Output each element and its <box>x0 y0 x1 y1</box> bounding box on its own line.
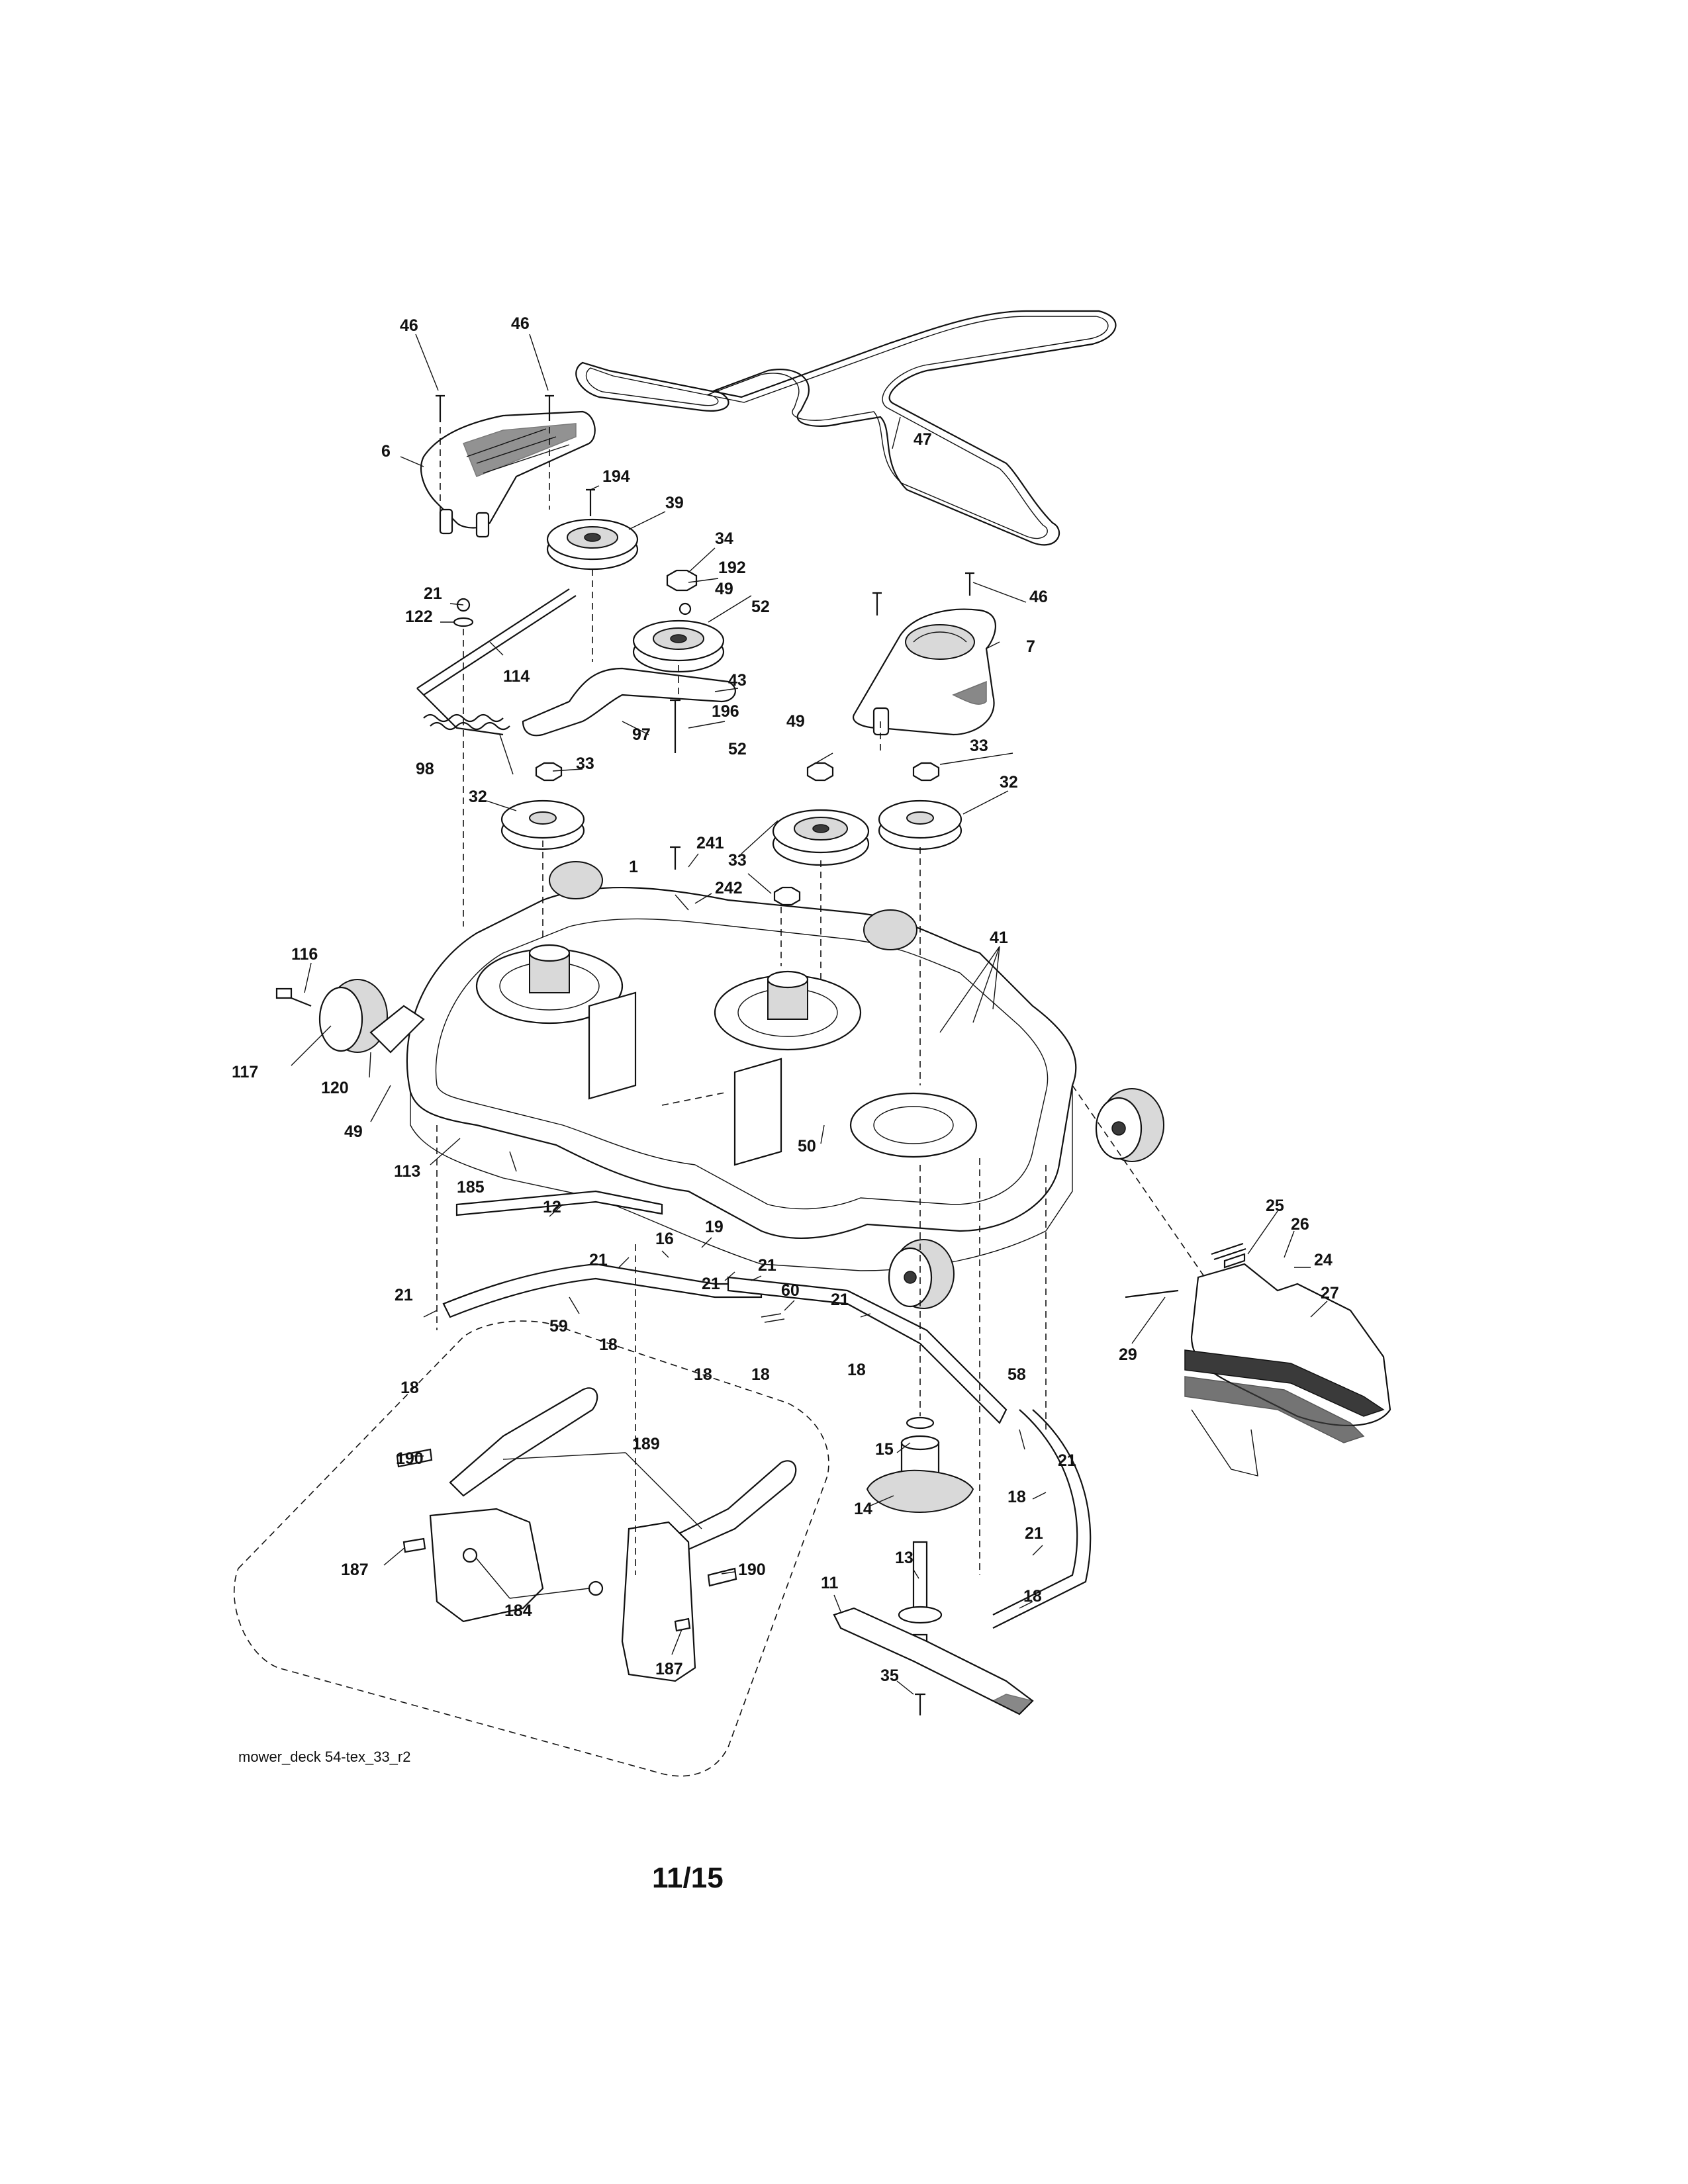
part-label: 58 <box>1008 1365 1026 1384</box>
part-label: 13 <box>895 1549 914 1567</box>
part-label: 18 <box>599 1336 618 1354</box>
part-label: 11 <box>821 1574 839 1592</box>
part-label: 18 <box>1023 1587 1042 1606</box>
idler-arm-assembly <box>416 588 736 737</box>
part-label: 21 <box>424 584 442 603</box>
part-label: 50 <box>798 1137 816 1156</box>
part-label: 117 <box>232 1063 258 1081</box>
part-label: 33 <box>728 851 747 870</box>
part-label: 21 <box>1025 1524 1043 1543</box>
part-label: 21 <box>831 1291 849 1309</box>
part-label: 122 <box>405 608 433 626</box>
part-label: 15 <box>875 1440 894 1459</box>
idler-pulley-52-top <box>632 619 725 673</box>
deck-adjust-brackets <box>233 1320 829 1777</box>
idler-pulley-39 <box>546 518 639 570</box>
hardware-bolts <box>436 394 974 870</box>
idler-pulley-52-center <box>772 809 870 866</box>
part-label: 34 <box>715 529 733 548</box>
part-labels: 46 46 6 194 39 34 192 49 52 47 46 7 21 1… <box>232 314 1339 1685</box>
part-label: 59 <box>549 1317 568 1336</box>
part-label: 187 <box>655 1660 683 1678</box>
part-label: 19 <box>705 1218 724 1236</box>
part-label: 6 <box>381 442 391 461</box>
part-label: 18 <box>847 1361 866 1379</box>
part-label: 49 <box>715 580 733 598</box>
part-label: 113 <box>394 1162 420 1181</box>
part-label: 39 <box>665 494 684 512</box>
part-label: 49 <box>786 712 805 731</box>
part-label: 192 <box>718 559 746 577</box>
part-label: 46 <box>511 314 530 333</box>
part-label: 43 <box>728 671 747 690</box>
part-label: 189 <box>632 1435 660 1453</box>
part-label: 12 <box>543 1198 561 1216</box>
part-label: 29 <box>1119 1345 1137 1364</box>
belt-cover-left <box>420 410 596 538</box>
part-label: 194 <box>602 467 630 486</box>
part-label: 47 <box>914 430 932 449</box>
discharge-chute <box>1125 1242 1391 1477</box>
part-label: 16 <box>655 1230 674 1248</box>
part-label: 190 <box>738 1561 766 1579</box>
part-label: 46 <box>1029 588 1048 606</box>
part-label: 98 <box>416 760 434 778</box>
part-label: 184 <box>504 1602 532 1620</box>
mower-deck-housing <box>406 886 1077 1271</box>
part-label: 27 <box>1321 1284 1339 1302</box>
diagram-caption: mower_deck 54-tex_33_r2 <box>238 1749 410 1765</box>
part-label: 52 <box>728 740 747 758</box>
part-label: 18 <box>1008 1488 1026 1506</box>
mower-blade <box>833 1607 1034 1715</box>
part-label: 32 <box>1000 773 1018 792</box>
part-label: 21 <box>1058 1451 1076 1470</box>
part-label: 7 <box>1026 637 1035 656</box>
part-label: 242 <box>715 879 743 897</box>
part-label: 18 <box>694 1365 712 1384</box>
part-label: 35 <box>880 1666 899 1685</box>
spindle-pulley-32-right <box>878 799 962 850</box>
part-label: 21 <box>589 1251 608 1269</box>
part-label: 190 <box>396 1449 424 1468</box>
part-label: 25 <box>1266 1197 1284 1215</box>
part-label: 114 <box>503 667 530 686</box>
part-label: 60 <box>781 1281 800 1300</box>
part-label: 21 <box>702 1275 720 1293</box>
hanger-links <box>442 1190 1092 1629</box>
part-label: 41 <box>990 929 1008 947</box>
alignment-lines <box>436 427 1205 1575</box>
page-number: 11/15 <box>652 1862 724 1894</box>
part-label: 116 <box>291 945 318 964</box>
spindle-pulley-32-left <box>500 799 585 850</box>
part-label: 21 <box>395 1286 413 1304</box>
part-label: 46 <box>400 316 418 335</box>
part-label: 1 <box>629 858 638 876</box>
part-label: 14 <box>854 1500 872 1518</box>
part-label: 18 <box>400 1379 419 1397</box>
part-label: 120 <box>321 1079 349 1097</box>
part-label: 49 <box>344 1122 363 1141</box>
part-label: 33 <box>576 754 594 773</box>
leader-lines <box>291 334 1328 1695</box>
part-label: 187 <box>341 1561 369 1579</box>
part-label: 18 <box>751 1365 770 1384</box>
deck-wheels <box>275 861 1164 1309</box>
part-label: 32 <box>469 788 487 806</box>
part-label: 26 <box>1291 1215 1309 1234</box>
part-label: 241 <box>696 834 724 852</box>
part-label: 52 <box>751 598 770 616</box>
part-label: 185 <box>457 1178 485 1197</box>
part-label: 24 <box>1314 1251 1333 1269</box>
hardware-nuts <box>453 569 940 906</box>
part-label: 33 <box>970 737 988 755</box>
belt-cover-right <box>852 608 997 736</box>
part-label: 196 <box>712 702 739 721</box>
drive-belt <box>575 310 1117 546</box>
part-label: 97 <box>632 725 651 744</box>
part-label: 21 <box>758 1256 776 1275</box>
